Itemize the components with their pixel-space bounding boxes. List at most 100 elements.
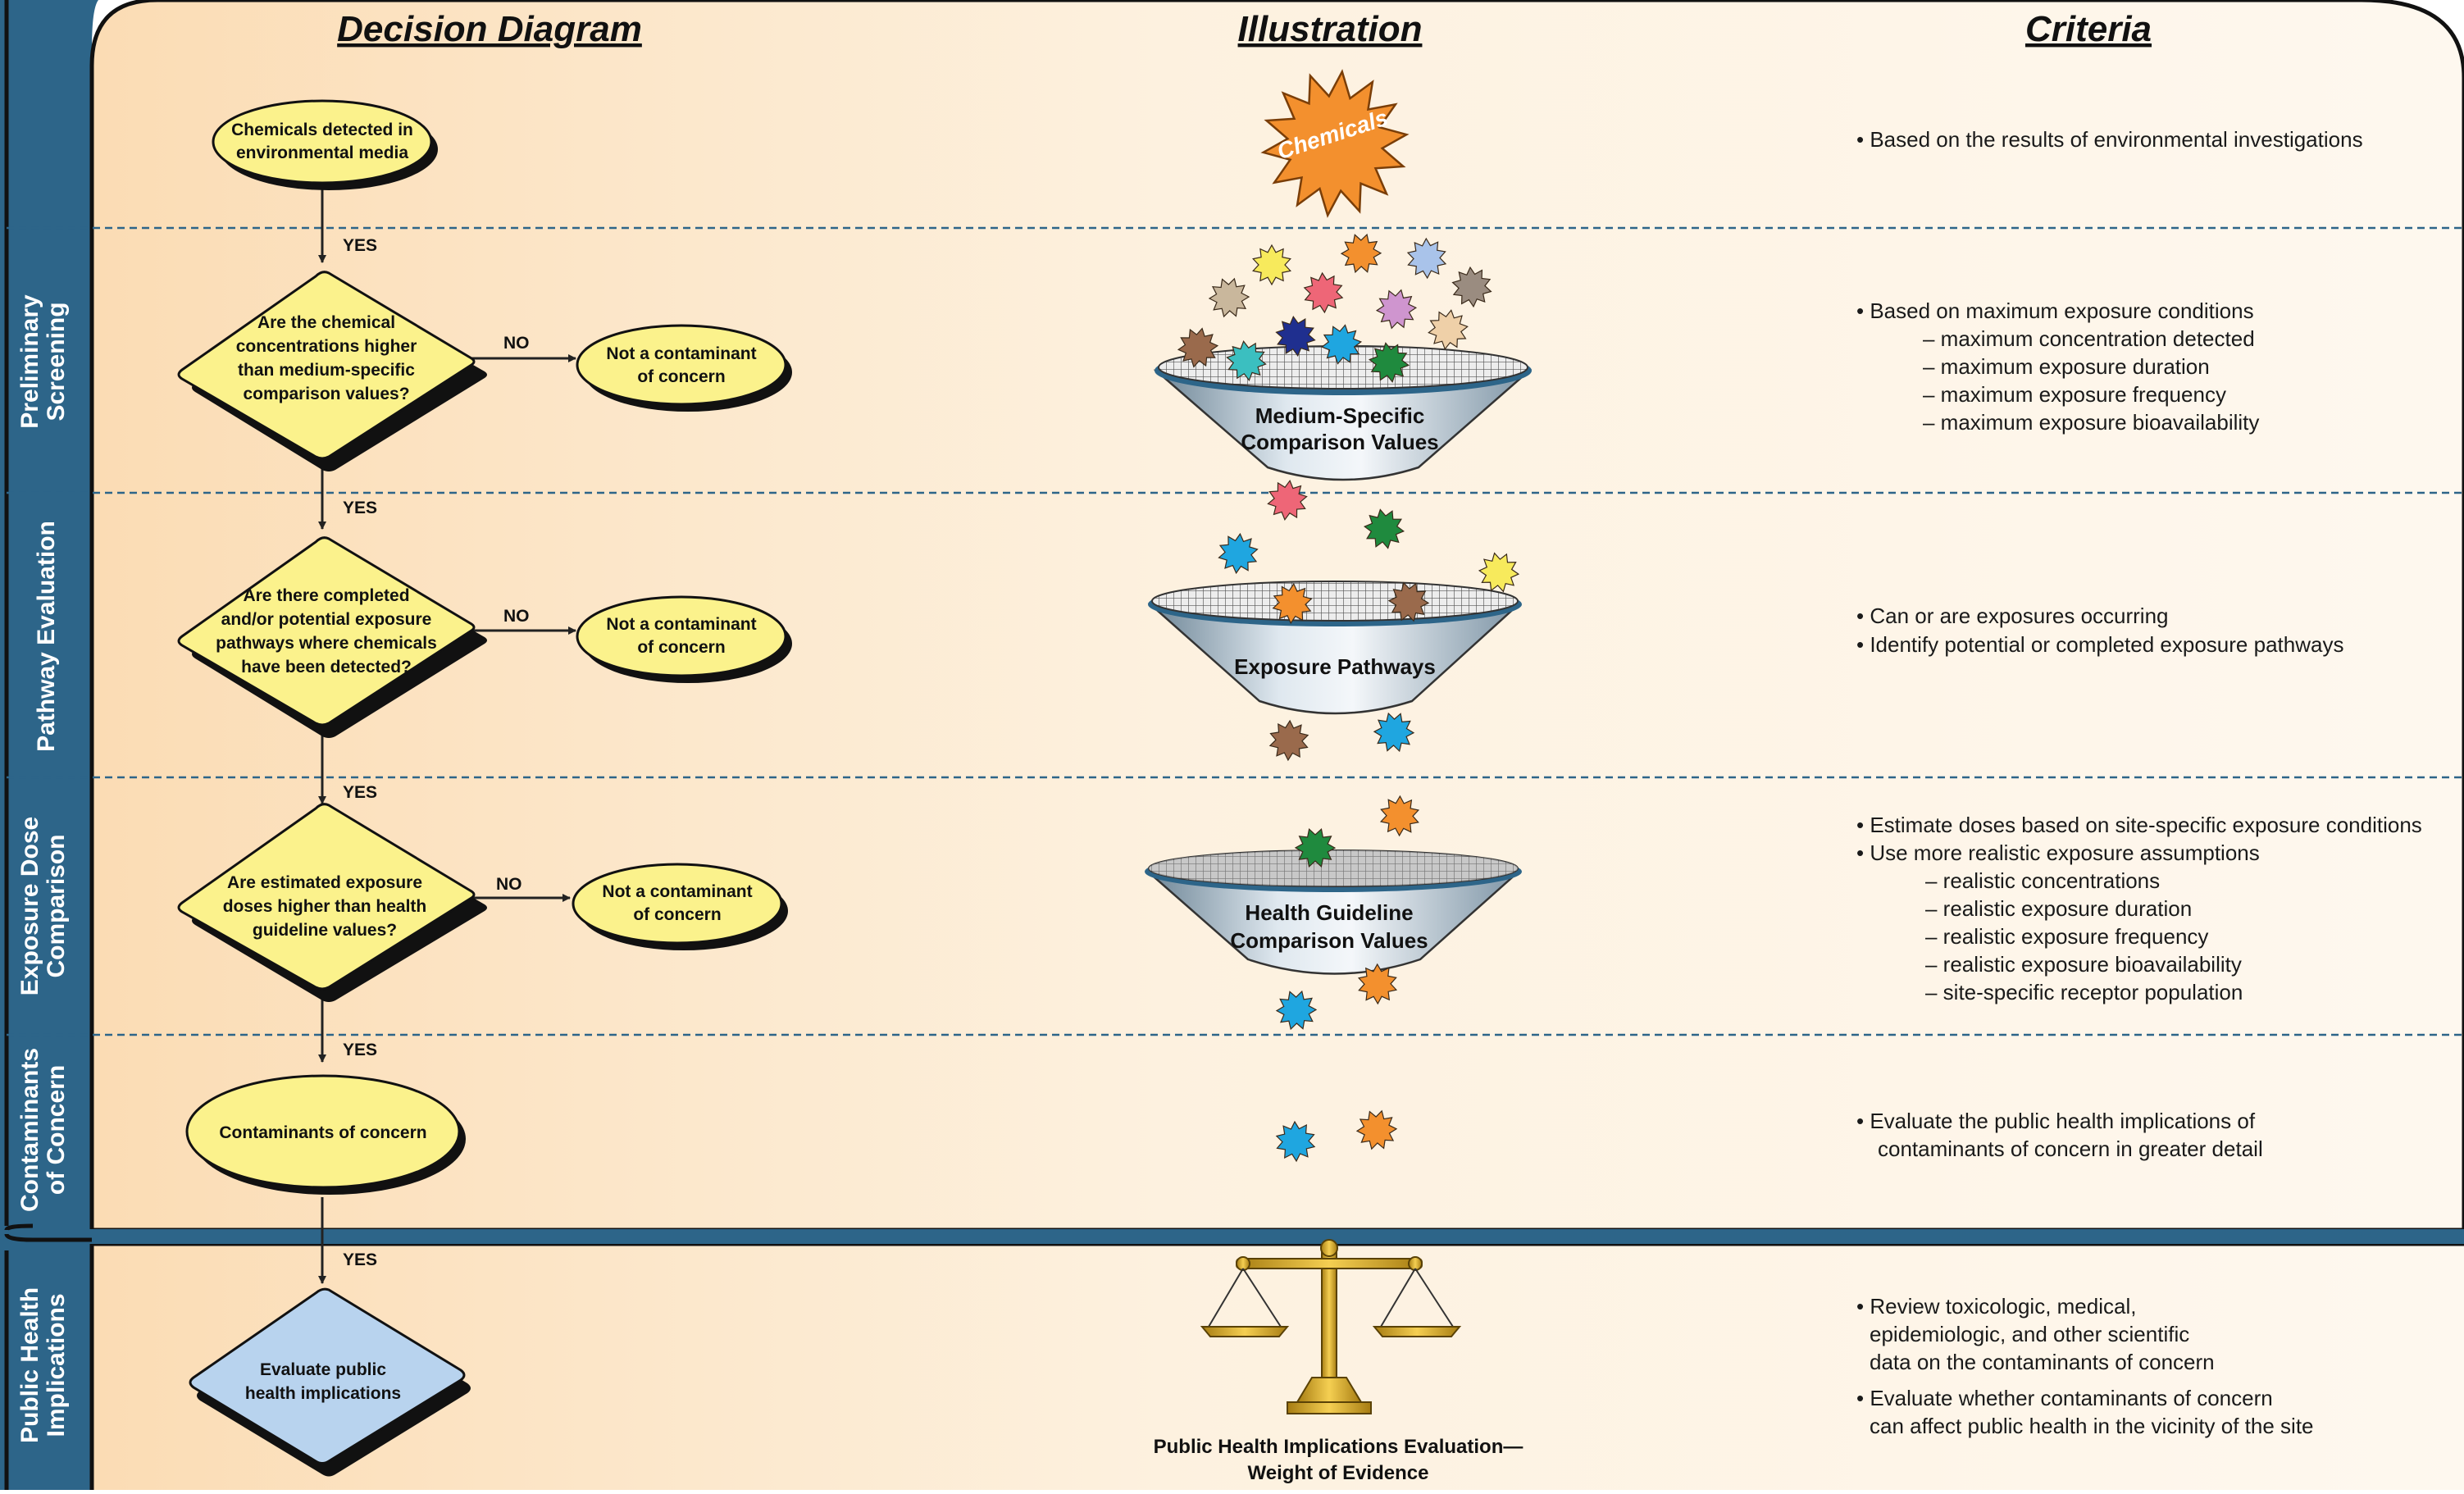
chemical-particle-icon <box>1275 315 1316 358</box>
chemicals-starburst: Chemicals <box>1260 69 1410 218</box>
svg-text:Implications: Implications <box>43 1293 70 1437</box>
chemical-particle-icon <box>1275 990 1318 1031</box>
chemical-particle-icon <box>1355 1109 1398 1150</box>
svg-text:Preliminary: Preliminary <box>16 294 43 429</box>
header-illustration: Illustration <box>1238 9 1423 49</box>
section-label-preliminary-screening: Preliminary Screening <box>16 294 70 429</box>
chemical-particle-icon <box>1375 289 1418 330</box>
criteria-block-5: • Evaluate the public health implication… <box>1856 1109 2263 1161</box>
svg-text:Not a contaminant: Not a contaminant <box>606 615 756 634</box>
header-criteria: Criteria <box>2025 9 2152 49</box>
svg-text:– realistic exposure frequency: – realistic exposure frequency <box>1925 924 2208 949</box>
svg-text:Are estimated exposure: Are estimated exposure <box>227 873 422 892</box>
node-not-contaminant-3: Not a contaminant of concern <box>572 863 788 950</box>
svg-text:Are the chemical: Are the chemical <box>257 313 395 332</box>
svg-text:Screening: Screening <box>43 302 70 421</box>
criteria-block-4: • Estimate doses based on site-specific … <box>1856 813 2422 1004</box>
chemical-particle-icon <box>1275 1120 1316 1163</box>
svg-text:• Based on the results of envi: • Based on the results of environmental … <box>1856 127 2363 152</box>
svg-text:Comparison: Comparison <box>43 834 70 977</box>
decision-q2-exposure-pathways: Are there completed and/or potential exp… <box>177 536 487 738</box>
chemical-particle-icon <box>1218 532 1259 575</box>
svg-text:• Can or are exposures occurri: • Can or are exposures occurring <box>1856 604 2169 628</box>
funnel-health-guideline: Health Guideline Comparison Values <box>1145 849 1522 975</box>
chemical-particle-icon <box>1252 244 1291 286</box>
svg-text:– realistic exposure duration: – realistic exposure duration <box>1925 896 2192 921</box>
node-not-contaminant-1: Not a contaminant of concern <box>576 324 792 412</box>
svg-text:can affect public health in th: can affect public health in the vicinity… <box>1870 1414 2314 1438</box>
decision-q1-concentrations: Are the chemical concentrations higher t… <box>177 271 487 471</box>
criteria-block-2: • Based on maximum exposure conditions –… <box>1856 298 2259 435</box>
svg-text:Exposure Dose: Exposure Dose <box>16 817 43 995</box>
yes-label-5: YES <box>343 1250 377 1269</box>
svg-text:– maximum concentration detect: – maximum concentration detected <box>1923 326 2255 351</box>
svg-text:have been detected?: have been detected? <box>241 658 412 676</box>
chemical-particle-icon <box>1177 327 1219 368</box>
chemical-particle-icon <box>1226 339 1267 382</box>
chemical-particle-icon <box>1406 237 1447 280</box>
svg-text:epidemiologic, and other scien: epidemiologic, and other scientific <box>1870 1322 2189 1346</box>
yes-label-3: YES <box>343 783 377 802</box>
yes-label-1: YES <box>343 236 377 255</box>
chemical-particle-icon <box>1294 828 1337 868</box>
svg-text:Comparison Values: Comparison Values <box>1241 430 1438 454</box>
header-decision-diagram: Decision Diagram <box>337 9 642 49</box>
criteria-block-3: • Can or are exposures occurring • Ident… <box>1856 604 2343 657</box>
chemical-particle-icon <box>1208 277 1250 318</box>
node-evaluate-public-health: Evaluate public health implications <box>189 1287 471 1477</box>
node-contaminants-of-concern: Contaminants of concern <box>185 1074 466 1195</box>
section-label-pathway-evaluation: Pathway Evaluation <box>33 521 60 752</box>
svg-text:• Review toxicologic, medical,: • Review toxicologic, medical, <box>1856 1294 2136 1319</box>
chemical-particle-icon <box>1428 309 1469 350</box>
svg-text:Are there completed: Are there completed <box>243 586 409 605</box>
node-chemicals-detected: Chemicals detected in environmental medi… <box>212 99 438 190</box>
svg-text:of concern: of concern <box>633 905 721 924</box>
chemical-particles <box>1177 233 1520 1163</box>
chemical-particle-icon <box>1363 508 1405 549</box>
yes-label-2: YES <box>343 499 377 517</box>
chemical-particle-icon <box>1368 342 1410 383</box>
row-dividers <box>7 226 2464 1036</box>
chemical-particle-icon <box>1303 271 1344 314</box>
section-label-contaminants-of-concern: Contaminants of Concern <box>16 1048 70 1212</box>
side-band-lower <box>0 1240 92 1490</box>
svg-text:Exposure Pathways: Exposure Pathways <box>1234 654 1436 679</box>
svg-text:Contaminants of concern: Contaminants of concern <box>219 1123 426 1142</box>
no-label-3: NO <box>496 875 522 894</box>
chemical-particle-icon <box>1357 963 1398 1005</box>
svg-text:• Evaluate whether contaminant: • Evaluate whether contaminants of conce… <box>1856 1386 2273 1410</box>
chemical-particle-icon <box>1373 712 1415 753</box>
criteria-block-1: • Based on the results of environmental … <box>1856 127 2363 152</box>
scale-caption-line2: Weight of Evidence <box>1248 1462 1429 1484</box>
svg-text:– maximum exposure frequency: – maximum exposure frequency <box>1923 382 2226 407</box>
chemical-particle-icon <box>1387 581 1430 622</box>
yes-label-4: YES <box>343 1041 377 1059</box>
funnel-exposure-pathways: Exposure Pathways <box>1147 581 1522 715</box>
svg-text:Not a contaminant: Not a contaminant <box>606 344 756 363</box>
svg-text:– site-specific receptor popul: – site-specific receptor population <box>1925 980 2243 1004</box>
chemical-particle-icon <box>1272 582 1313 625</box>
svg-text:Evaluate public: Evaluate public <box>260 1360 386 1379</box>
svg-text:– realistic exposure bioavaila: – realistic exposure bioavailability <box>1925 952 2242 977</box>
node-not-contaminant-2: Not a contaminant of concern <box>576 595 792 683</box>
chemical-particle-icon <box>1478 552 1520 593</box>
svg-text:than medium-specific: than medium-specific <box>238 361 415 380</box>
svg-text:doses higher than health: doses higher than health <box>223 897 427 916</box>
no-label-1: NO <box>503 334 530 353</box>
svg-text:Not a contaminant: Not a contaminant <box>602 882 752 901</box>
svg-text:health implications: health implications <box>245 1384 401 1403</box>
svg-text:Contaminants: Contaminants <box>16 1048 43 1212</box>
svg-text:comparison values?: comparison values? <box>243 385 409 403</box>
svg-text:guideline values?: guideline values? <box>253 921 397 940</box>
svg-text:and/or potential exposure: and/or potential exposure <box>221 610 432 629</box>
chemical-particle-icon <box>1379 795 1420 837</box>
svg-text:– maximum exposure duration: – maximum exposure duration <box>1923 354 2210 379</box>
svg-text:concentrations higher: concentrations higher <box>236 337 417 356</box>
criteria-block-6: • Review toxicologic, medical, epidemiol… <box>1856 1294 2314 1438</box>
svg-text:• Estimate doses based on site: • Estimate doses based on site-specific … <box>1856 813 2422 837</box>
svg-text:• Identify potential or comple: • Identify potential or completed exposu… <box>1856 632 2343 657</box>
side-band-upper <box>0 0 98 1234</box>
svg-text:contaminants of concern in gre: contaminants of concern in greater detai… <box>1878 1136 2263 1161</box>
svg-text:of concern: of concern <box>637 638 725 657</box>
